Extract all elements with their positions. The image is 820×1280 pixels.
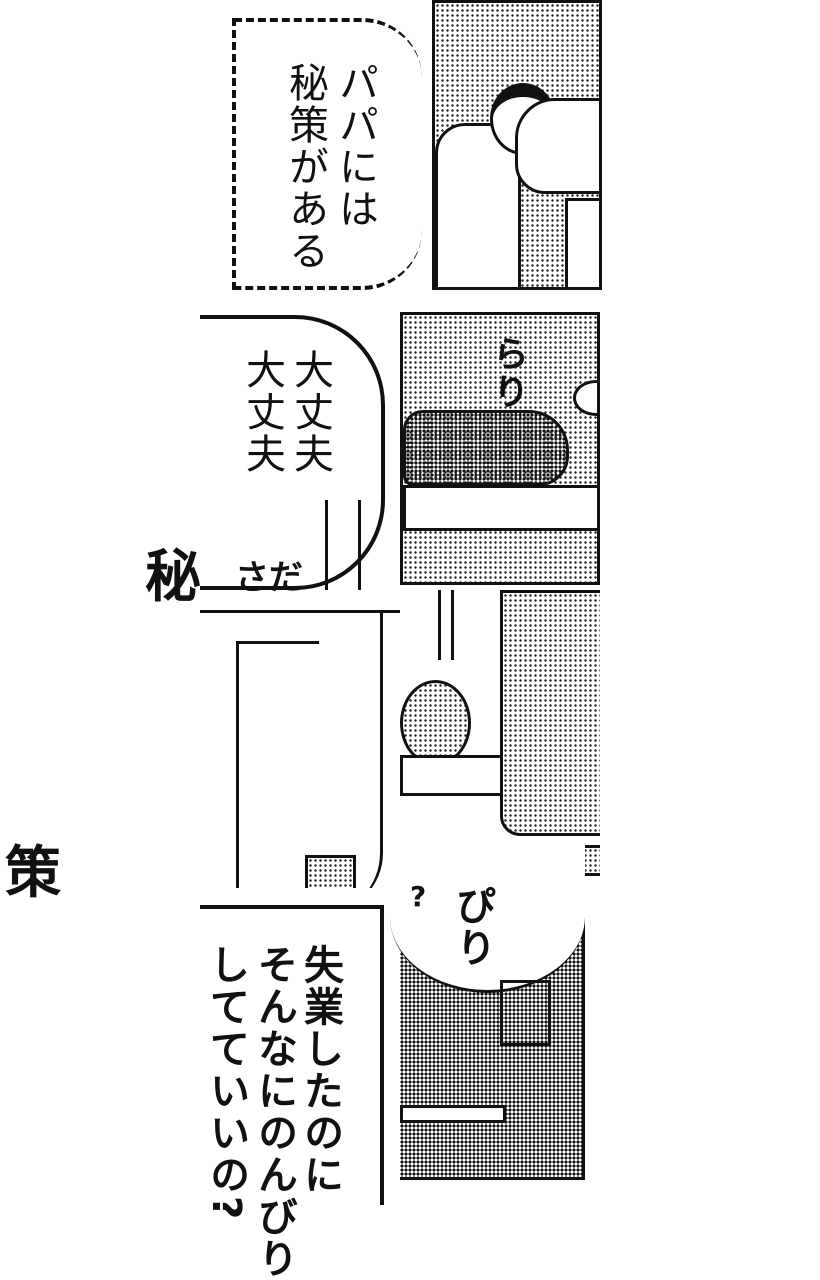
title-char: 秘: [145, 545, 201, 610]
speech-line: 大丈夫: [287, 349, 333, 475]
panel-man-sleeping: [432, 0, 602, 290]
panel-door: [200, 610, 400, 888]
speech-bubble-8: [390, 840, 585, 993]
table: [403, 485, 597, 531]
table: [400, 755, 506, 796]
panel-man-looking: [400, 590, 600, 880]
speech-box-7: 失業したのに そんなにのんびり してていいの?: [200, 905, 384, 1280]
wall-line: [438, 590, 454, 660]
speech-line: 秘策がある: [282, 62, 328, 272]
speech-line: してていいの?: [203, 944, 249, 1222]
door: [236, 641, 319, 888]
title-char: 策: [5, 841, 61, 906]
speech-line: そんなにのんびり: [251, 944, 297, 1280]
cushion: [500, 980, 551, 1046]
sound-effect: らり: [487, 335, 528, 411]
speech-line: 大丈夫: [239, 349, 285, 475]
speech-line: パパには: [332, 62, 378, 230]
speech-box-1: パパには 秘策がある: [232, 18, 422, 290]
speech-line: ぴり: [449, 885, 495, 969]
panel-man-rolling: らり: [400, 312, 600, 585]
floor-line: [400, 1105, 506, 1123]
man-head: [400, 680, 471, 766]
question-mark: ?: [410, 880, 427, 913]
table: [565, 198, 599, 287]
lamp: [573, 380, 597, 416]
speech-bubble-3: 大丈夫 大丈夫: [200, 315, 385, 590]
panel-closeup: ぴり ?: [390, 840, 585, 1180]
tv-cabinet: [500, 590, 600, 836]
title-fragment: さだ: [235, 558, 303, 598]
bubble-edge: [320, 613, 383, 888]
man-body: [515, 98, 599, 194]
wall-lines: [325, 500, 361, 590]
speech-line: 失業したのに: [297, 944, 343, 1196]
man-body: [403, 410, 569, 486]
